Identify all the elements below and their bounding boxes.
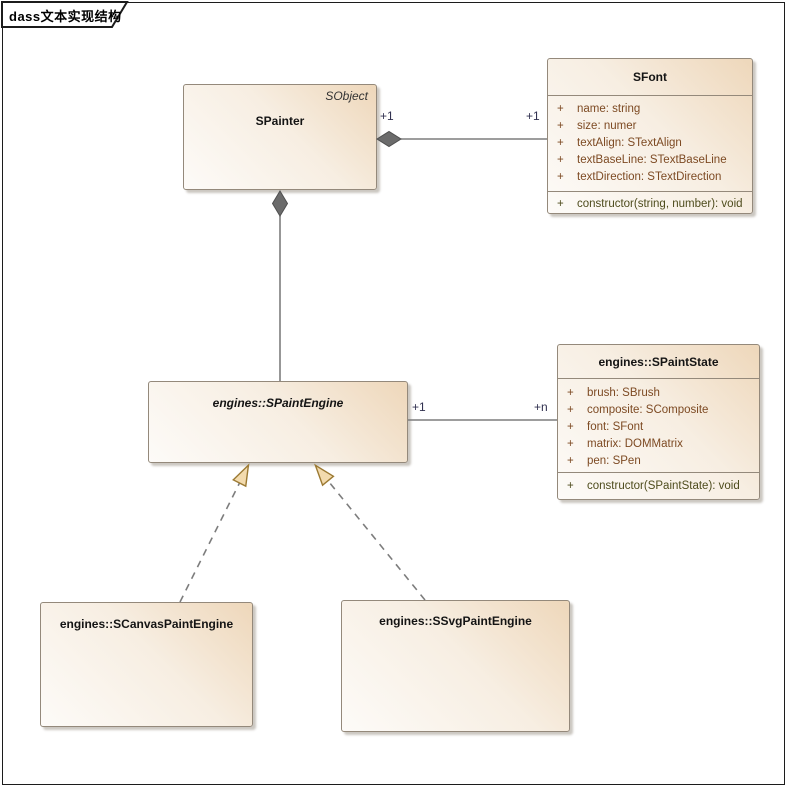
- attribute-row: + composite: SComposite: [558, 402, 759, 419]
- class-box-sfont[interactable]: SFont + name: string + size: numer + tex…: [547, 58, 753, 214]
- visibility-public: +: [557, 154, 564, 166]
- visibility-public: +: [567, 421, 574, 433]
- visibility-public: +: [567, 387, 574, 399]
- class-title-spaintstate: engines::SPaintState: [598, 354, 719, 369]
- attribute-text: name: string: [577, 103, 641, 115]
- class-box-spaintengine[interactable]: engines::SPaintEngine: [148, 381, 408, 463]
- sfont-operations-compartment: + constructor(string, number): void: [548, 191, 752, 213]
- visibility-public: +: [557, 120, 564, 132]
- attribute-text: pen: SPen: [587, 455, 641, 467]
- spaintstate-operations-compartment: + constructor(SPaintState): void: [558, 472, 759, 499]
- attribute-text: brush: SBrush: [587, 387, 660, 399]
- attribute-row: + size: numer: [548, 118, 752, 135]
- class-title-ssvgpaintengine: engines::SSvgPaintEngine: [379, 614, 532, 628]
- multiplicity-label: +1: [526, 109, 540, 123]
- stereotype-label: SObject: [325, 89, 368, 103]
- visibility-public: +: [567, 480, 574, 492]
- attribute-row: + matrix: DOMMatrix: [558, 436, 759, 453]
- attribute-text: matrix: DOMMatrix: [587, 438, 683, 450]
- visibility-public: +: [567, 404, 574, 416]
- attribute-text: textAlign: STextAlign: [577, 137, 682, 149]
- visibility-public: +: [567, 438, 574, 450]
- attribute-row: + textDirection: STextDirection: [548, 169, 752, 186]
- class-title-spainter: SPainter: [255, 114, 305, 128]
- spaintstate-header: engines::SPaintState: [558, 345, 759, 378]
- multiplicity-label: +1: [412, 400, 426, 414]
- attribute-row: + brush: SBrush: [558, 385, 759, 402]
- attribute-row: + name: string: [548, 101, 752, 118]
- attribute-text: textDirection: STextDirection: [577, 171, 722, 183]
- visibility-public: +: [567, 455, 574, 467]
- attribute-text: textBaseLine: STextBaseLine: [577, 154, 727, 166]
- attribute-row: + font: SFont: [558, 419, 759, 436]
- sfont-header: SFont: [548, 59, 752, 95]
- visibility-public: +: [557, 137, 564, 149]
- attribute-row: + textAlign: STextAlign: [548, 135, 752, 152]
- visibility-public: +: [557, 198, 564, 210]
- attribute-row: + pen: SPen: [558, 453, 759, 470]
- class-title-spaintengine: engines::SPaintEngine: [212, 396, 344, 410]
- attribute-text: composite: SComposite: [587, 404, 709, 416]
- class-box-scanvaspaintengine[interactable]: engines::SCanvasPaintEngine: [40, 602, 253, 727]
- class-box-spaintstate[interactable]: engines::SPaintState + brush: SBrush + c…: [557, 344, 760, 500]
- multiplicity-label: +1: [380, 109, 394, 123]
- attribute-text: font: SFont: [587, 421, 644, 433]
- visibility-public: +: [557, 171, 564, 183]
- class-title-scanvaspaintengine: engines::SCanvasPaintEngine: [59, 617, 234, 631]
- operation-text: constructor(SPaintState): void: [587, 480, 740, 492]
- attribute-row: + textBaseLine: STextBaseLine: [548, 152, 752, 169]
- attribute-text: size: numer: [577, 120, 637, 132]
- operation-text: constructor(string, number): void: [577, 198, 743, 210]
- diagram-title: dass文本实现结构: [9, 9, 122, 24]
- class-title-sfont: SFont: [633, 70, 667, 84]
- diagram-frame: [2, 2, 785, 785]
- class-box-spainter[interactable]: SObject SPainter: [183, 84, 377, 190]
- sfont-attributes-compartment: + name: string + size: numer + textAlign…: [548, 95, 752, 191]
- class-box-ssvgpaintengine[interactable]: engines::SSvgPaintEngine: [341, 600, 570, 732]
- operation-row: + constructor(string, number): void: [548, 196, 752, 213]
- operation-row: + constructor(SPaintState): void: [558, 478, 759, 495]
- spaintstate-attributes-compartment: + brush: SBrush + composite: SComposite …: [558, 378, 759, 472]
- visibility-public: +: [557, 103, 564, 115]
- multiplicity-label: +n: [534, 400, 548, 414]
